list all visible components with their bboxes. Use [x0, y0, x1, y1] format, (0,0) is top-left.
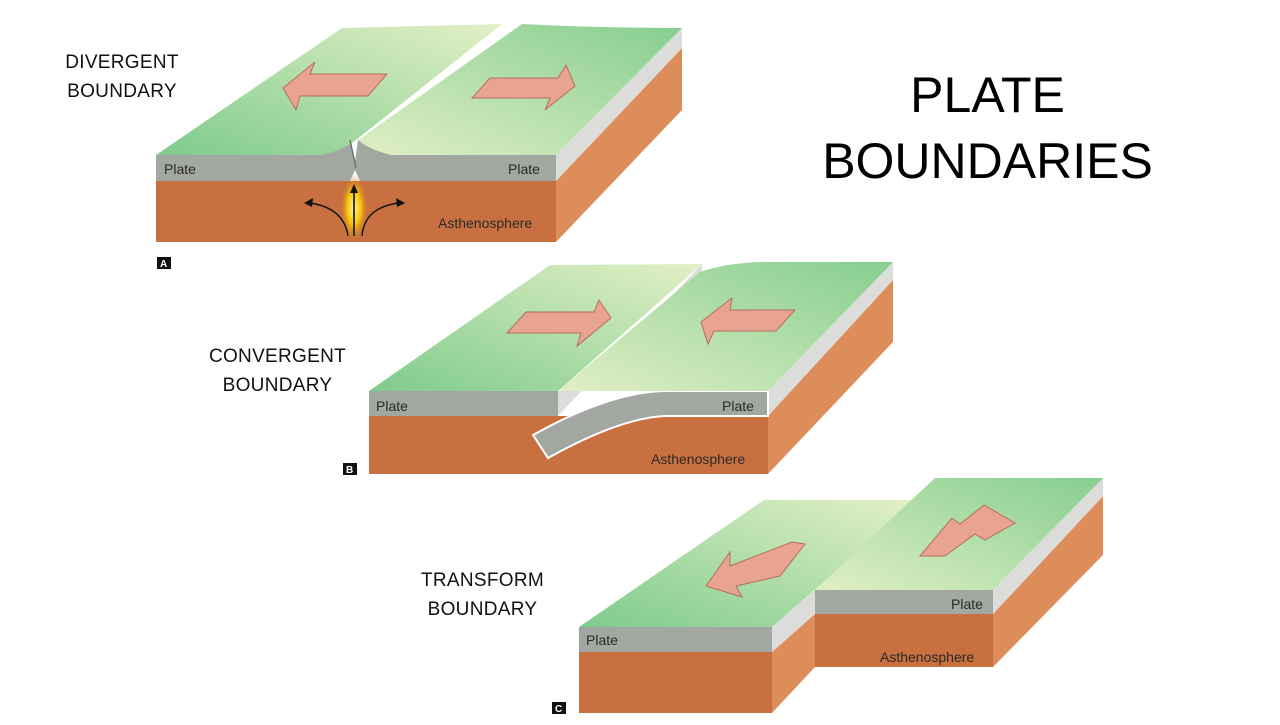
divergent-flow-left-arrow	[309, 202, 349, 237]
divergent-arrow-right	[470, 63, 576, 111]
page-title-line1: PLATE	[910, 67, 1065, 123]
divergent-flow-right-arrow	[361, 202, 399, 237]
divergent-plate-left-label: Plate	[164, 161, 196, 177]
transform-mantle-front-left	[579, 652, 772, 713]
transform-arrow-up-right	[918, 504, 1017, 557]
transform-mantle-side	[993, 496, 1103, 667]
transform-block: Plate Plate Asthenosphere C	[552, 478, 1103, 715]
transform-badge	[552, 702, 566, 714]
divergent-plate-front-right	[354, 140, 556, 181]
convergent-arrow-left	[700, 296, 797, 346]
divergent-badge	[157, 257, 171, 269]
transform-fault-mantle-face	[772, 614, 815, 713]
divergent-arrow-left	[282, 61, 389, 112]
transform-plate-front-left	[579, 627, 772, 652]
convergent-arrow-right	[505, 298, 612, 348]
transform-plate-right-label: Plate	[951, 596, 983, 612]
convergent-plate-right-label: Plate	[722, 398, 754, 414]
transform-badge-letter: C	[555, 704, 562, 715]
convergent-subducting-plate	[531, 390, 769, 460]
divergent-caption-line1: DIVERGENT	[65, 52, 179, 73]
divergent-caption-line2: BOUNDARY	[67, 81, 177, 102]
transform-arrow-down-left	[705, 541, 806, 598]
transform-plate-left-label: Plate	[586, 632, 618, 648]
divergent-plate-right-label: Plate	[508, 161, 540, 177]
convergent-caption-line1: CONVERGENT	[208, 346, 347, 367]
page-title-line2: BOUNDARIES	[822, 133, 1153, 189]
convergent-plate-left-label: Plate	[376, 398, 408, 414]
transform-mantle-label: Asthenosphere	[880, 649, 974, 665]
transform-plate-front-right	[815, 590, 993, 614]
divergent-mantle-side	[556, 48, 682, 242]
transform-plate-side	[993, 478, 1103, 614]
transform-mantle-front-right	[815, 614, 993, 667]
convergent-block: Plate Plate Asthenosphere B	[343, 262, 893, 476]
convergent-mantle-label: Asthenosphere	[651, 451, 745, 467]
transform-caption-line2: BOUNDARY	[427, 599, 538, 620]
page-title: PLATE BOUNDARIES	[800, 62, 1175, 194]
convergent-caption: CONVERGENT BOUNDARY	[195, 342, 360, 400]
transform-caption-line1: TRANSFORM	[420, 570, 545, 591]
divergent-plate-side	[556, 28, 682, 181]
convergent-plate-side	[768, 262, 893, 416]
divergent-block: Plate Plate Asthenosphere A	[156, 24, 682, 270]
divergent-mantle-label: Asthenosphere	[438, 215, 532, 231]
convergent-plate-front-left	[369, 391, 558, 416]
convergent-mantle-side	[768, 280, 893, 474]
divergent-badge-letter: A	[160, 259, 167, 270]
divergent-caption: DIVERGENT BOUNDARY	[52, 48, 192, 106]
transform-caption: TRANSFORM BOUNDARY	[405, 566, 560, 624]
convergent-caption-line2: BOUNDARY	[222, 375, 333, 396]
convergent-badge-letter: B	[346, 465, 353, 476]
convergent-badge	[343, 463, 357, 475]
transform-fault-plate-face	[772, 590, 815, 652]
divergent-plate-front-left	[156, 140, 356, 181]
